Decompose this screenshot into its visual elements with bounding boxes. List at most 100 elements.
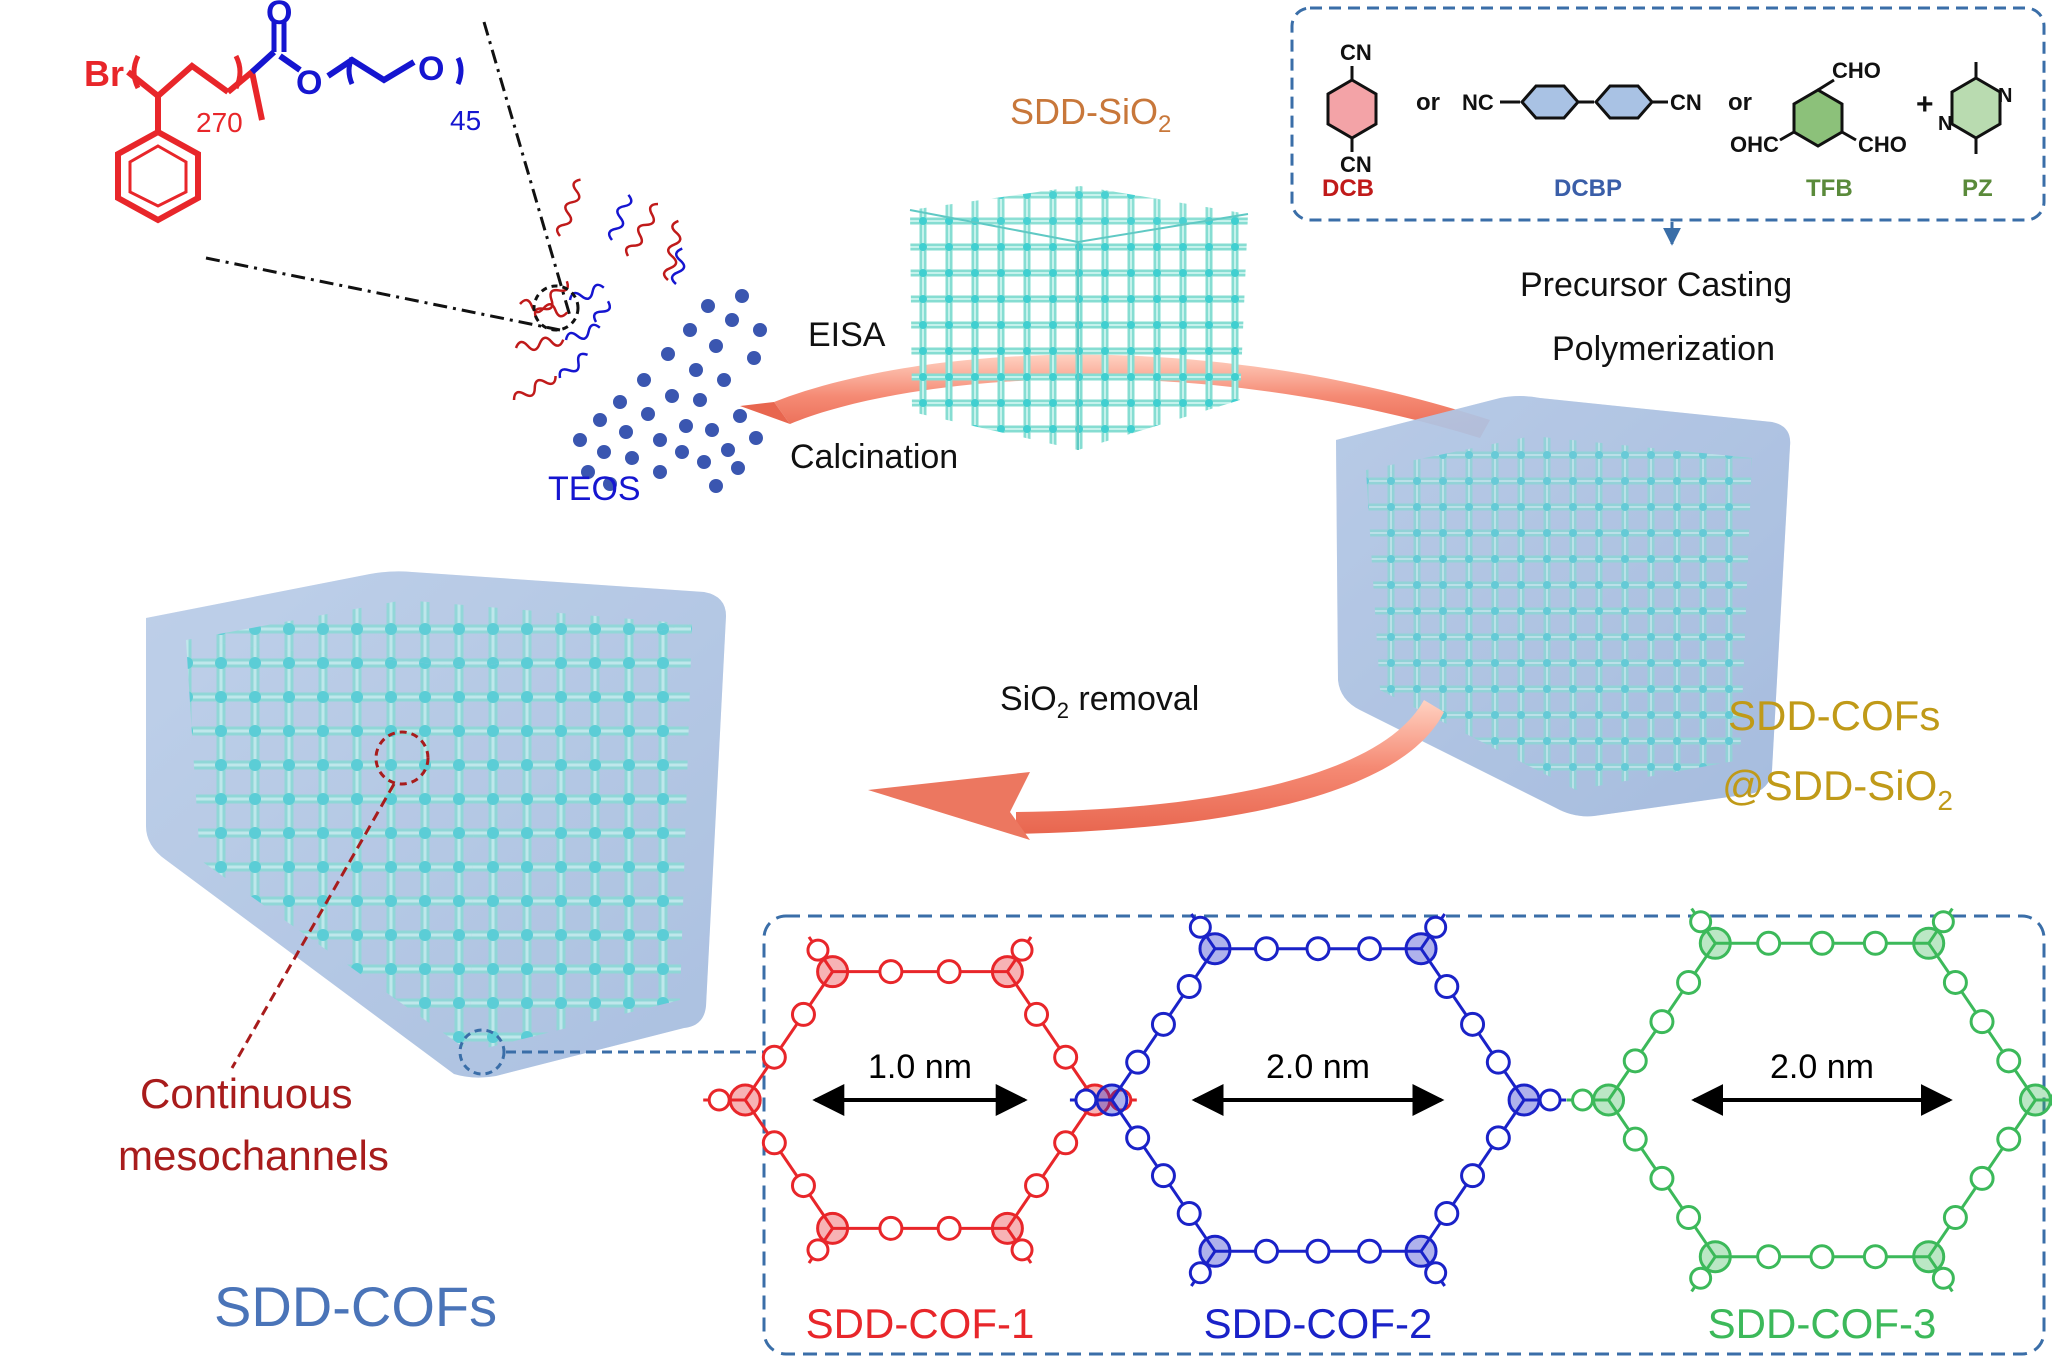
zoom-lines — [205, 21, 572, 332]
svg-text:CN: CN — [1340, 152, 1372, 177]
linker-ring — [1862, 930, 1888, 956]
linker-ring — [790, 1001, 816, 1027]
pore-size-label: 2.0 nm — [1266, 1048, 1370, 1086]
outer-ring — [1188, 915, 1212, 939]
cof-name-label: SDD-COF-2 — [1204, 1300, 1433, 1347]
node-ring — [1198, 932, 1232, 966]
eisa-label: EISA — [808, 316, 886, 354]
svg-text:N: N — [1998, 85, 2012, 107]
peo-chain — [278, 53, 416, 84]
linker-ring — [1125, 1049, 1151, 1075]
svg-text:CN: CN — [1340, 40, 1372, 65]
linker-ring — [1622, 1126, 1648, 1152]
peo-bracket — [346, 56, 464, 85]
node-ring — [1404, 932, 1438, 966]
svg-text:NC: NC — [1462, 90, 1494, 115]
linker-ring — [1942, 1205, 1968, 1231]
bromine-label: Br — [84, 53, 124, 94]
ester-bond — [249, 49, 277, 75]
outer-ring — [1010, 938, 1034, 962]
node-ring — [990, 955, 1024, 989]
svg-text:CN: CN — [1670, 90, 1702, 115]
outer-ring — [1931, 910, 1955, 934]
outer-ring — [1424, 1261, 1448, 1285]
tfb-label: TFB — [1806, 175, 1853, 202]
svg-text:OHC: OHC — [1730, 132, 1779, 157]
linker-ring — [1053, 1130, 1079, 1156]
monomer-dcbp: NC CN DCBP — [1462, 84, 1702, 202]
linker-ring — [1357, 936, 1383, 962]
linker-ring — [1996, 1048, 2022, 1074]
node-ring — [1698, 926, 1732, 960]
linker-ring — [1176, 1200, 1202, 1226]
linker-ring — [936, 1215, 962, 1241]
dcb-label: DCB — [1322, 175, 1374, 202]
node-ring — [1507, 1083, 1541, 1117]
linker-ring — [1485, 1125, 1511, 1151]
linker-ring — [1024, 1173, 1050, 1199]
mesochannel-pointer-line — [230, 783, 396, 1069]
sio2-removal-arrowhead — [868, 772, 1030, 840]
node-ring — [1912, 1240, 1946, 1274]
sio2-removal-arrow-body — [1016, 700, 1444, 834]
teos-label: TEOS — [548, 470, 641, 508]
sdd-sio2-cube — [909, 186, 1249, 450]
dcbp-label: DCBP — [1554, 175, 1622, 202]
continuous-label: Continuous — [140, 1070, 352, 1117]
linker-ring — [1434, 1200, 1460, 1226]
linker-ring — [1862, 1244, 1888, 1270]
node-ring — [1095, 1083, 1129, 1117]
or-label-2: or — [1728, 89, 1752, 116]
outer-ring — [1689, 910, 1713, 934]
linker-ring — [1996, 1126, 2022, 1152]
node-ring — [1198, 1234, 1232, 1268]
mesochannel-highlight-circle — [374, 730, 430, 786]
node-ring — [1592, 1083, 1626, 1117]
cof-sio2-composite-cube — [1336, 396, 1791, 817]
node-ring — [2018, 1083, 2052, 1117]
outer-ring — [1188, 1261, 1212, 1285]
linker-ring — [1150, 1163, 1176, 1189]
pore-size-label: 1.0 nm — [868, 1048, 972, 1086]
linker-ring — [1676, 1205, 1702, 1231]
linker-ring — [1305, 936, 1331, 962]
linker-ring — [1305, 1238, 1331, 1264]
sio2-removal-label: SiO2 removal — [1000, 680, 1199, 723]
linker-ring — [878, 959, 904, 985]
linker-ring — [1809, 930, 1835, 956]
peo-repeat-count: 45 — [450, 105, 481, 136]
pore-size-label: 2.0 nm — [1770, 1048, 1874, 1086]
node-ring — [816, 1211, 850, 1245]
linker-ring — [1485, 1049, 1511, 1075]
ps-peo-structure: Br 270 O O O 45 — [84, 0, 481, 224]
linker-ring — [1756, 930, 1782, 956]
node-ring — [1404, 1234, 1438, 1268]
monomer-tfb: CHO OHC CHO TFB — [1730, 58, 1907, 202]
teos-particles — [573, 289, 767, 493]
linker-ring — [1253, 1238, 1279, 1264]
outer-ring — [1689, 1266, 1713, 1290]
phenyl-ring — [115, 128, 201, 224]
peo-oxygen-label: O — [418, 50, 444, 88]
svg-text:CHO: CHO — [1858, 132, 1907, 157]
sdd-cofs-label: SDD-COFs — [214, 1275, 497, 1338]
outer-ring — [1538, 1088, 1562, 1112]
eisa-arrowhead — [740, 402, 790, 424]
node-ring — [816, 955, 850, 989]
sdd-cofs-cube — [146, 571, 726, 1078]
linker-ring — [1942, 969, 1968, 995]
zoom-circle — [532, 284, 580, 332]
linker-ring — [1357, 1238, 1383, 1264]
linker-ring — [1125, 1125, 1151, 1151]
outer-ring — [1010, 1238, 1034, 1262]
monomer-dcb: CN CN DCB — [1322, 40, 1378, 202]
linker-ring — [1460, 1011, 1486, 1037]
cof-name-label: SDD-COF-3 — [1708, 1300, 1937, 1347]
calcination-label: Calcination — [790, 438, 958, 476]
linker-ring — [1150, 1011, 1176, 1037]
ps-repeat-count: 270 — [196, 107, 243, 138]
linker-ring — [1176, 974, 1202, 1000]
outer-ring — [707, 1088, 731, 1112]
